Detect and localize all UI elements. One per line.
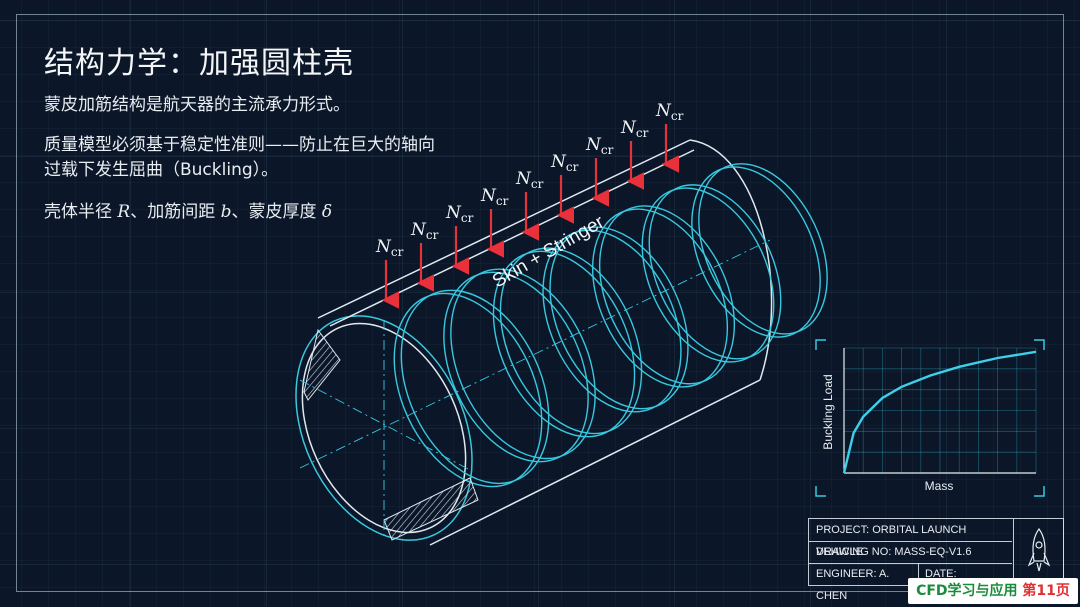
title-block: PROJECT: ORBITAL LAUNCH VEHICLE DRAWING … bbox=[808, 518, 1064, 602]
ncr-main: N bbox=[620, 118, 637, 138]
ring-stiffener bbox=[598, 205, 736, 385]
ncr-label: Ncr bbox=[480, 186, 509, 208]
ncr-main: N bbox=[550, 152, 567, 172]
drawing-frame bbox=[16, 14, 1064, 592]
ring-stiffener bbox=[698, 163, 828, 335]
channel-badge: CFD学习与应用 第11页 bbox=[908, 578, 1078, 604]
ncr-label: Ncr bbox=[410, 220, 439, 242]
ncr-sub: cr bbox=[426, 228, 439, 242]
ncr-main: N bbox=[445, 203, 462, 223]
tb-drawing-no: DRAWING NO: MASS-EQ-V1.6 bbox=[809, 541, 1012, 564]
ncr-sub: cr bbox=[461, 211, 474, 225]
intro-paragraph-3: 壳体半径 R、加筋间距 b、蒙皮厚度 δ bbox=[44, 200, 332, 225]
ncr-sub: cr bbox=[566, 160, 579, 174]
ring-stiffener bbox=[648, 184, 782, 360]
ring-stiffener bbox=[499, 247, 643, 435]
ncr-sub: cr bbox=[496, 194, 509, 208]
buckling-chart: Mass Buckling Load bbox=[814, 338, 1046, 498]
intro-paragraph-2: 质量模型必须基于稳定性准则——防止在巨大的轴向过载下发生屈曲（Buckling）… bbox=[44, 135, 435, 180]
ncr-main: N bbox=[375, 237, 392, 257]
ncr-label: Ncr bbox=[655, 101, 684, 123]
var-R: R bbox=[117, 202, 131, 222]
ncr-label: Ncr bbox=[445, 203, 474, 225]
ring-stiffener bbox=[400, 289, 550, 485]
ncr-label: Ncr bbox=[620, 118, 649, 140]
chart-grid bbox=[844, 347, 1037, 473]
ncr-main: N bbox=[480, 186, 497, 206]
tb-engineer: ENGINEER: A. CHEN bbox=[809, 563, 919, 602]
p3-mid2: 、蒙皮厚度 bbox=[231, 202, 322, 222]
chart-curve bbox=[842, 350, 1037, 474]
x-axis-label: Mass bbox=[925, 479, 954, 493]
ncr-label: Ncr bbox=[585, 135, 614, 157]
ncr-main: N bbox=[655, 101, 672, 121]
badge-text: CFD学习与应用 bbox=[916, 583, 1023, 599]
intro-paragraph-1: 蒙皮加筋结构是航天器的主流承力形式。 bbox=[44, 95, 350, 115]
ncr-label: Ncr bbox=[550, 152, 579, 174]
chart-svg: Mass Buckling Load bbox=[815, 339, 1045, 497]
ring-stiffeners bbox=[393, 163, 828, 488]
var-delta: δ bbox=[321, 202, 333, 222]
center-lines bbox=[299, 239, 771, 540]
badge-page: 第11页 bbox=[1022, 583, 1070, 599]
cylinder-shell bbox=[295, 139, 773, 546]
ncr-label: Ncr bbox=[515, 169, 544, 191]
tb-project: PROJECT: ORBITAL LAUNCH VEHICLE bbox=[809, 519, 1012, 558]
var-b: b bbox=[220, 202, 232, 222]
ncr-sub: cr bbox=[391, 245, 404, 259]
ncr-sub: cr bbox=[531, 177, 544, 191]
section-hatch-right bbox=[383, 477, 479, 541]
p3-prefix: 壳体半径 bbox=[44, 202, 118, 222]
rocket-icon bbox=[1013, 519, 1064, 585]
chart-corner-brackets bbox=[815, 339, 1045, 497]
p3-mid1: 、加筋间距 bbox=[130, 202, 221, 222]
ncr-main: N bbox=[515, 169, 532, 189]
page-title: 结构力学：加强圆柱壳 bbox=[44, 46, 354, 81]
ncr-main: N bbox=[585, 135, 602, 155]
ncr-main: N bbox=[410, 220, 427, 240]
ring-stiffener bbox=[450, 268, 596, 460]
section-hatch-left bbox=[303, 328, 341, 401]
ring-stiffener bbox=[549, 226, 689, 410]
y-axis-label: Buckling Load bbox=[821, 374, 835, 449]
ncr-sub: cr bbox=[601, 143, 614, 157]
ncr-sub: cr bbox=[671, 109, 684, 123]
ncr-label: Ncr bbox=[375, 237, 404, 259]
skin-stringer-label: Skin + Stringer bbox=[489, 211, 608, 292]
ncr-sub: cr bbox=[636, 126, 649, 140]
